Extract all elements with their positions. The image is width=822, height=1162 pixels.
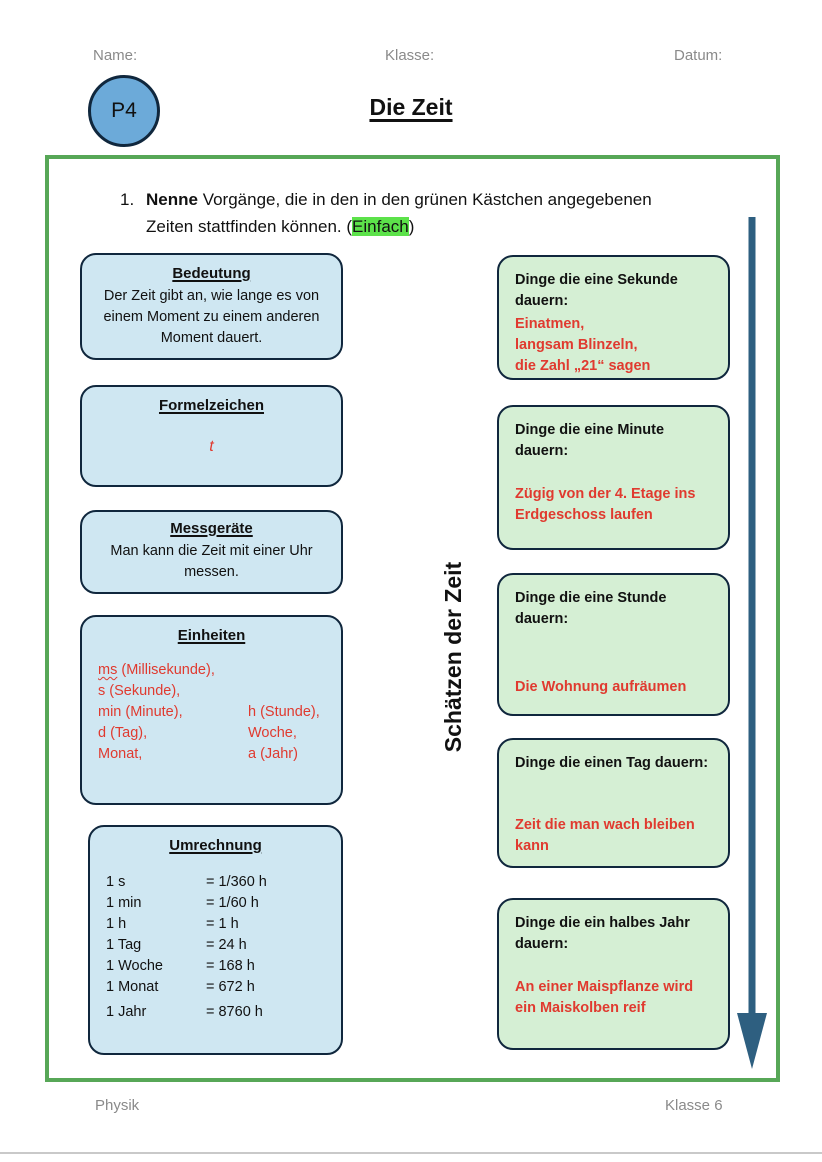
task-text: Nenne Vorgänge, die in den in den grünen… [146,190,652,236]
stunde-answer: Die Wohnung aufräumen [515,679,687,695]
footer-subject: Physik [95,1097,140,1114]
messgeraete-body: Man kann die Zeit mit einer Uhr messen. [110,543,313,580]
umrechnung-table: 1 s= 1/360 h 1 min= 1/60 h 1 h= 1 h 1 Ta… [90,854,341,1023]
unit-jahr: a (Jahr) [248,746,298,762]
umrechnung-title: Umrechnung [169,837,262,854]
box-bedeutung: Bedeutung Der Zeit gibt an, wie lange es… [80,253,343,360]
tag-answer: Zeit die man wach bleiben kann [515,817,695,854]
box-minute: Dinge die eine Minute dauern: Zügig von … [497,405,730,550]
unit-sekunde: s (Sekunde), [98,683,181,699]
p4-badge-label: P4 [111,99,137,122]
box-formelzeichen: Formelzeichen t [80,385,343,487]
bedeutung-title: Bedeutung [172,265,251,282]
umrechnung-row: 1 h= 1 h [106,916,239,932]
box-sekunde: Dinge die eine Sekunde dauern: Einatmen,… [497,255,730,380]
umrechnung-row: 1 Monat= 672 h [106,979,255,995]
page-bottom-divider [0,1152,822,1154]
unit-monat: Monat, [98,746,143,762]
sekunde-answer: Einatmen, langsam Blinzeln, die Zahl „21… [515,316,651,374]
formelzeichen-title: Formelzeichen [158,397,265,414]
unit-millisekunde: ms (Millisekunde), [98,662,215,678]
sekunde-prompt: Dinge die eine Sekunde dauern: [515,272,678,309]
umrechnung-row: 1 s= 1/360 h [106,874,267,890]
umrechnung-row: 1 min= 1/60 h [106,895,259,911]
unit-tag: d (Tag), [98,725,148,741]
datum-label: Datum: [674,47,723,64]
tag-prompt: Dinge die einen Tag dauern: [515,755,709,771]
umrechnung-row: 1 Jahr= 8760 h [106,1004,263,1020]
unit-row: Monat, a (Jahr) [98,744,327,765]
box-tag: Dinge die einen Tag dauern: Zeit die man… [497,738,730,868]
unit-woche: Woche, [248,725,297,741]
box-messgeraete: Messgeräte Man kann die Zeit mit einer U… [80,510,343,594]
halbes-jahr-answer: An einer Maispflanze wird ein Maiskolben… [515,979,694,1016]
minute-answer: Zügig von der 4. Etage ins Erdgeschoss l… [515,486,696,523]
p4-badge: P4 [88,75,160,147]
einheiten-title: Einheiten [177,627,246,644]
unit-row: min (Minute), h (Stunde), [98,702,327,723]
box-stunde: Dinge die eine Stunde dauern: Die Wohnun… [497,573,730,716]
umrechnung-row: 1 Tag= 24 h [106,937,247,953]
footer-class: Klasse 6 [665,1097,723,1114]
name-label: Name: [93,47,138,64]
box-einheiten: Einheiten ms (Millisekunde), s (Sekunde)… [80,615,343,805]
messgeraete-title: Messgeräte [170,520,253,537]
minute-prompt: Dinge die eine Minute dauern: [515,422,665,459]
down-arrow-icon [737,217,767,1069]
formelzeichen-symbol: t [209,438,214,455]
vertical-section-label: Schätzen der Zeit [440,561,466,753]
page-title: Die Zeit [369,94,453,120]
difficulty-highlight: Einfach [352,217,409,236]
halbes-jahr-prompt: Dinge die ein halbes Jahr dauern: [515,915,690,952]
unit-stunde: h (Stunde), [248,704,320,720]
unit-minute: min (Minute), [98,704,183,720]
task-1: 1. Nenne Vorgänge, die in den in den grü… [120,186,680,240]
unit-row: d (Tag), Woche, [98,723,327,744]
stunde-prompt: Dinge die eine Stunde dauern: [515,590,667,627]
box-halbes-jahr: Dinge die ein halbes Jahr dauern: An ein… [497,898,730,1050]
umrechnung-row: 1 Woche= 168 h [106,958,255,974]
bedeutung-body: Der Zeit gibt an, wie lange es von einem… [103,288,320,346]
box-umrechnung: Umrechnung 1 s= 1/360 h 1 min= 1/60 h 1 … [88,825,343,1055]
klasse-label: Klasse: [385,47,435,64]
task-number: 1. [120,190,135,209]
einheiten-units: ms (Millisekunde), s (Sekunde), min (Min… [82,644,341,765]
